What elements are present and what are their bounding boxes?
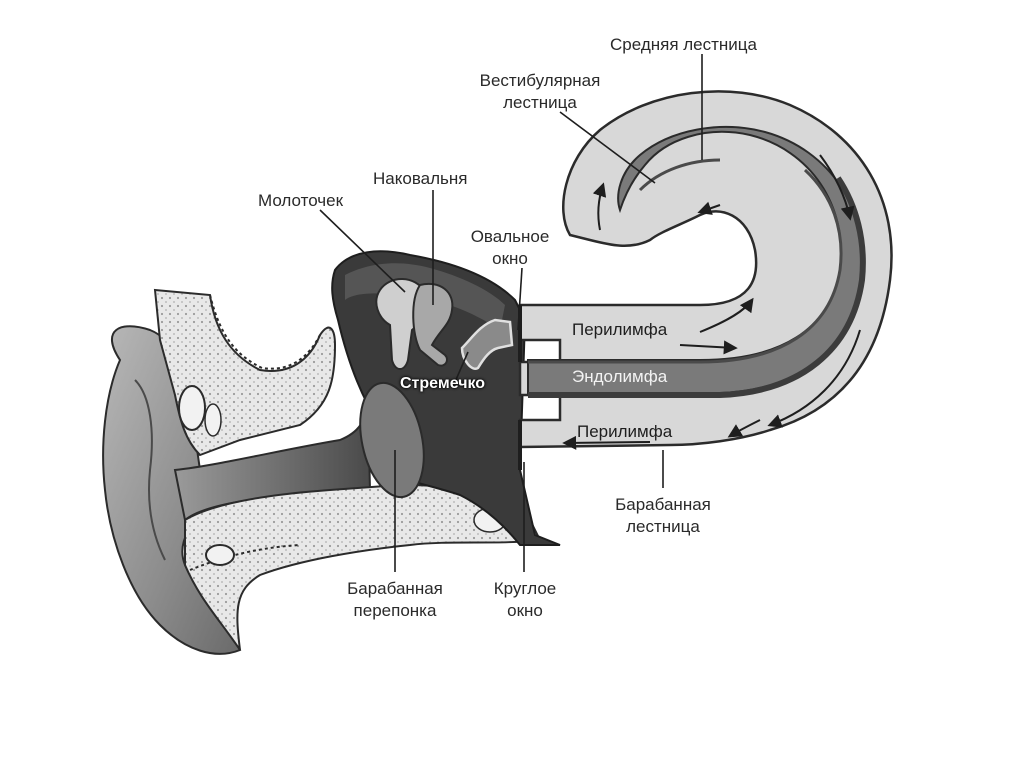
incus-shape	[412, 282, 454, 367]
cochlea	[518, 90, 893, 449]
label-perilymph-top: Перилимфа	[572, 320, 668, 339]
label-stapes: Стремечко	[400, 375, 486, 392]
flow-arrows	[562, 154, 861, 450]
label-endolymph: Эндолимфа	[572, 367, 668, 386]
reissner-membrane	[528, 168, 843, 364]
label-scala-vestibuli: Вестибулярная лестница	[479, 71, 601, 112]
label-round-window: Круглое окно	[493, 579, 557, 620]
stapes-shape	[460, 318, 514, 371]
tympanic-membrane-shape	[359, 381, 425, 499]
label-oval-window: Овальное окно	[470, 227, 550, 268]
leader-lines	[319, 54, 703, 572]
label-malleus: Молоточек	[258, 191, 344, 210]
label-perilymph-bottom: Перилимфа	[577, 422, 673, 441]
label-incus: Наковальня	[373, 169, 468, 188]
label-tympanic-membrane: Барабанная перепонка	[347, 579, 443, 620]
ossicles	[375, 278, 514, 371]
upper-bone	[153, 288, 337, 457]
lower-bone	[184, 483, 542, 651]
label-scala-media: Средняя лестница	[610, 35, 757, 54]
label-scala-tympani: Барабанная лестница	[615, 495, 711, 536]
basilar-membrane	[528, 176, 866, 398]
